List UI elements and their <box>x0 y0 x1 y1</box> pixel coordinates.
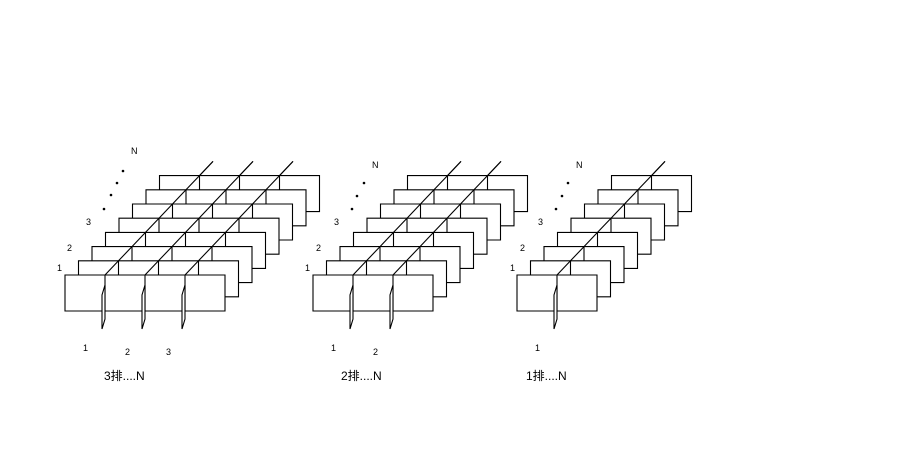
divider-edge <box>393 217 408 233</box>
column-label-3: 3 <box>166 347 171 357</box>
divider-edge <box>171 232 186 247</box>
divider-slab <box>389 284 394 330</box>
divider-edge <box>406 203 421 219</box>
ellipsis-dot <box>102 207 106 211</box>
row-label-2: 2 <box>520 243 525 253</box>
row-label-1: 1 <box>57 263 62 273</box>
divider-edge <box>118 246 133 262</box>
divider-edge <box>265 175 280 191</box>
divider-edge <box>172 189 187 205</box>
divider-slab <box>101 284 106 330</box>
row-label-1: 1 <box>510 263 515 273</box>
divider-edge <box>158 203 173 219</box>
ellipsis-dot <box>566 181 570 185</box>
divider-edge <box>366 246 381 262</box>
divider-slab <box>349 284 354 330</box>
divider-edge <box>624 189 639 205</box>
divider-edge <box>433 217 448 233</box>
top-label-n: N <box>372 160 379 170</box>
ellipsis-dot <box>554 207 558 211</box>
top-label-n: N <box>131 146 138 156</box>
divider-edge <box>145 217 160 233</box>
divider-top-edge <box>447 161 462 176</box>
ellipsis-dot <box>355 194 359 198</box>
divider-edge <box>473 175 488 191</box>
ellipsis-dot <box>362 181 366 185</box>
column-label-1: 1 <box>535 343 540 353</box>
divider-edge <box>392 260 407 276</box>
divider-edge <box>185 175 200 191</box>
top-label-n: N <box>576 160 583 170</box>
divider-edge <box>158 246 173 262</box>
divider-slab <box>553 284 558 330</box>
diagram-2-rows <box>312 161 529 330</box>
divider-top-edge <box>651 161 666 176</box>
divider-top-edge <box>487 161 502 176</box>
divider-slab <box>141 284 146 330</box>
row-panel <box>312 274 434 312</box>
divider-slab <box>181 284 186 330</box>
divider-edge <box>419 232 434 247</box>
divider-edge <box>433 175 448 191</box>
divider-edge <box>212 189 227 205</box>
divider-edge <box>225 217 240 233</box>
divider-edge <box>252 189 267 205</box>
divider-edge <box>406 246 421 262</box>
row-label-2: 2 <box>316 243 321 253</box>
row-label-3: 3 <box>538 217 543 227</box>
row-label-3: 3 <box>334 217 339 227</box>
divider-top-edge <box>199 161 214 176</box>
ellipsis-dot <box>121 169 125 173</box>
divider-edge <box>198 246 213 262</box>
divider-edge <box>556 260 571 276</box>
diagram-3-rows <box>64 161 321 330</box>
divider-edge <box>583 232 598 247</box>
divider-edge <box>144 260 159 276</box>
divider-edge <box>570 246 585 262</box>
caption: 3排....N <box>104 369 145 383</box>
divider-edge <box>184 260 199 276</box>
column-label-2: 2 <box>373 347 378 357</box>
divider-edge <box>104 260 119 276</box>
divider-top-edge <box>279 161 294 176</box>
caption: 2排....N <box>341 369 382 383</box>
divider-edge <box>637 175 652 191</box>
divider-edge <box>610 203 625 219</box>
ellipsis-dot <box>109 193 113 197</box>
divider-top-edge <box>239 161 254 176</box>
divider-edge <box>460 189 475 205</box>
divider-edge <box>352 260 367 276</box>
ellipsis-dot <box>560 194 564 198</box>
divider-edge <box>185 217 200 233</box>
column-label-2: 2 <box>125 347 130 357</box>
ellipsis-dot <box>115 181 119 185</box>
divider-edge <box>379 232 394 247</box>
divider-edge <box>198 203 213 219</box>
row-label-1: 1 <box>305 263 310 273</box>
diagram-1-row <box>516 161 693 330</box>
row-label-3: 3 <box>86 217 91 227</box>
column-label-1: 1 <box>331 343 336 353</box>
divider-edge <box>211 232 226 247</box>
divider-edge <box>446 203 461 219</box>
divider-edge <box>597 217 612 233</box>
divider-edge <box>420 189 435 205</box>
divider-edge <box>131 232 146 247</box>
divider-edge <box>225 175 240 191</box>
caption: 1排....N <box>526 369 567 383</box>
divider-edge <box>238 203 253 219</box>
ellipsis-dot <box>350 207 354 211</box>
row-label-2: 2 <box>67 243 72 253</box>
column-label-1: 1 <box>83 343 88 353</box>
